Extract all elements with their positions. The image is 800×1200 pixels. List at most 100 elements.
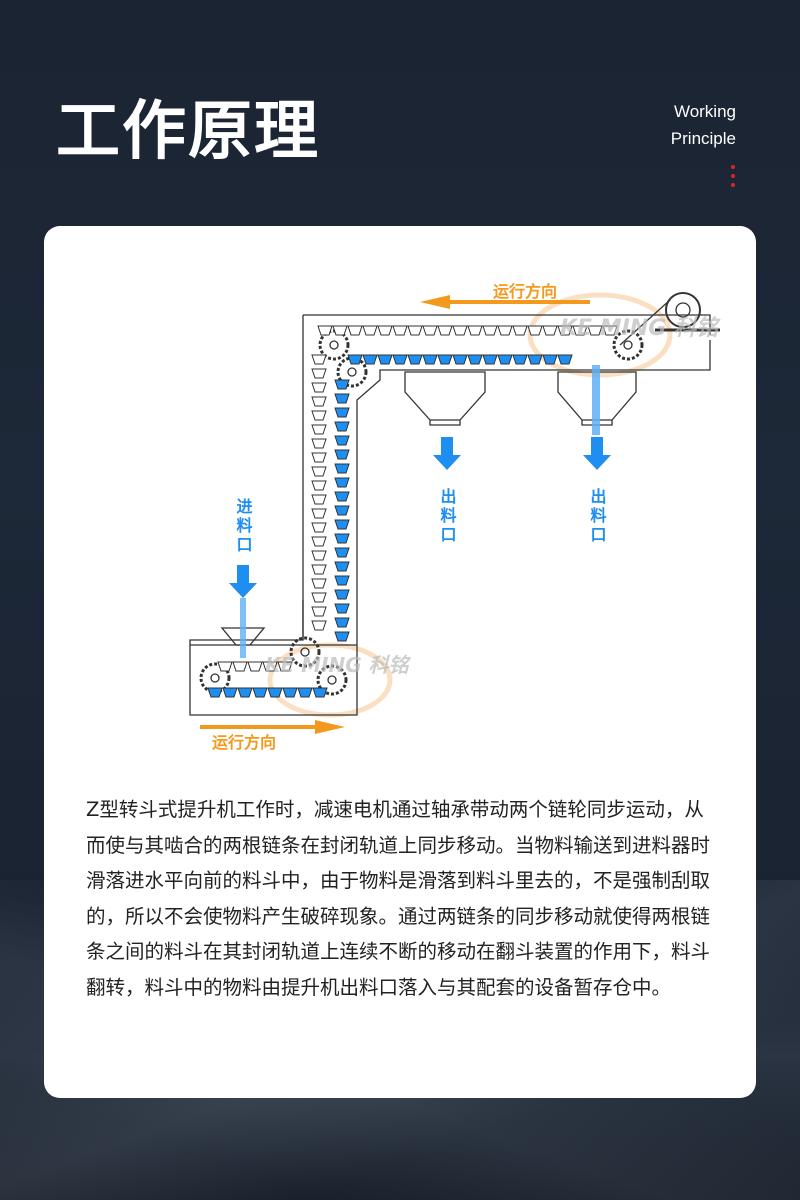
bucket xyxy=(311,536,327,547)
bucket xyxy=(222,687,238,698)
direction-label-bottom: 运行方向 xyxy=(212,733,276,752)
bucket xyxy=(482,354,498,365)
bucket xyxy=(587,325,603,336)
bucket xyxy=(334,463,350,474)
bucket xyxy=(527,354,543,365)
bucket xyxy=(572,325,588,336)
watermark-text-bottom: KE MING 科铭 xyxy=(265,653,412,677)
bucket xyxy=(542,325,558,336)
bucket xyxy=(311,354,327,365)
bucket xyxy=(392,325,408,336)
outlet-label-1: 出料口 xyxy=(438,487,457,545)
bucket xyxy=(347,354,363,365)
bucket xyxy=(267,687,283,698)
decorative-dots xyxy=(731,165,735,192)
bucket xyxy=(377,354,393,365)
bucket xyxy=(311,508,327,519)
bucket xyxy=(334,589,350,600)
bucket xyxy=(334,379,350,390)
bucket xyxy=(334,561,350,572)
bucket xyxy=(334,505,350,516)
bucket xyxy=(311,466,327,477)
bucket xyxy=(334,491,350,502)
bucket xyxy=(311,452,327,463)
bucket xyxy=(311,410,327,421)
bucket xyxy=(311,396,327,407)
bucket xyxy=(311,578,327,589)
bucket xyxy=(207,687,223,698)
bucket xyxy=(482,325,498,336)
inlet-label: 进料口 xyxy=(234,498,253,555)
bucket xyxy=(247,661,263,672)
bucket xyxy=(311,564,327,575)
watermark-text-top: KE MING 科铭 xyxy=(560,316,721,341)
material-stream-inlet xyxy=(240,598,246,658)
bucket xyxy=(334,449,350,460)
bucket xyxy=(392,354,408,365)
bucket xyxy=(527,325,543,336)
bucket xyxy=(407,354,423,365)
bucket xyxy=(334,603,350,614)
bucket xyxy=(334,617,350,628)
bucket xyxy=(362,354,378,365)
bucket xyxy=(334,547,350,558)
bucket xyxy=(497,325,513,336)
bucket xyxy=(334,393,350,404)
z-elevator-diagram: 运行方向 运行方向 KE MING 科铭 KE MING 科铭 进料口 出料口 … xyxy=(189,282,721,752)
bucket xyxy=(311,494,327,505)
direction-arrow-top-icon xyxy=(420,295,590,309)
inlet-hopper xyxy=(220,627,266,646)
bucket xyxy=(334,533,350,544)
bucket xyxy=(334,575,350,586)
bucket xyxy=(557,354,573,365)
bucket xyxy=(317,325,333,336)
bucket xyxy=(232,661,248,672)
bucket xyxy=(467,325,483,336)
bucket xyxy=(334,519,350,530)
bucket xyxy=(334,435,350,446)
bucket xyxy=(512,325,528,336)
bucket-chain xyxy=(207,325,618,698)
bucket xyxy=(422,354,438,365)
bucket xyxy=(311,620,327,631)
subtitle-line-2: Principle xyxy=(670,129,736,148)
bucket xyxy=(347,325,363,336)
page-title: 工作原理 xyxy=(56,95,320,169)
motor-icon xyxy=(665,292,701,328)
drive-belt xyxy=(619,299,671,346)
bucket xyxy=(557,325,573,336)
bucket xyxy=(437,325,453,336)
bucket xyxy=(512,354,528,365)
bucket xyxy=(437,354,453,365)
housing-detail xyxy=(190,600,357,646)
bucket xyxy=(311,550,327,561)
bucket xyxy=(277,661,293,672)
bucket xyxy=(377,325,393,336)
bucket xyxy=(311,480,327,491)
bucket xyxy=(362,325,378,336)
outlet-label-2: 出料口 xyxy=(588,487,607,545)
material-stream-outlet xyxy=(592,365,600,435)
bucket xyxy=(311,606,327,617)
direction-label-top: 运行方向 xyxy=(493,282,557,301)
bucket xyxy=(334,421,350,432)
bucket xyxy=(602,325,618,336)
bucket xyxy=(334,631,350,642)
bucket xyxy=(311,438,327,449)
bucket xyxy=(282,687,298,698)
bucket xyxy=(252,687,268,698)
bucket xyxy=(311,522,327,533)
bucket xyxy=(407,325,423,336)
bucket xyxy=(311,368,327,379)
page-subtitle: Working Principle xyxy=(671,98,736,152)
bucket xyxy=(332,325,348,336)
description-text: Z型转斗式提升机工作时，减速电机通过轴承带动两个链轮同步运动，从而使与其啮合的两… xyxy=(86,798,711,999)
bucket xyxy=(297,687,313,698)
bucket xyxy=(334,477,350,488)
bucket xyxy=(311,424,327,435)
motor-shaft xyxy=(675,302,691,318)
content-card: 运行方向 运行方向 KE MING 科铭 KE MING 科铭 进料口 出料口 … xyxy=(44,226,756,1098)
outlet-arrow-2-icon xyxy=(583,437,611,470)
bucket xyxy=(452,354,468,365)
subtitle-line-1: Working xyxy=(673,102,736,121)
